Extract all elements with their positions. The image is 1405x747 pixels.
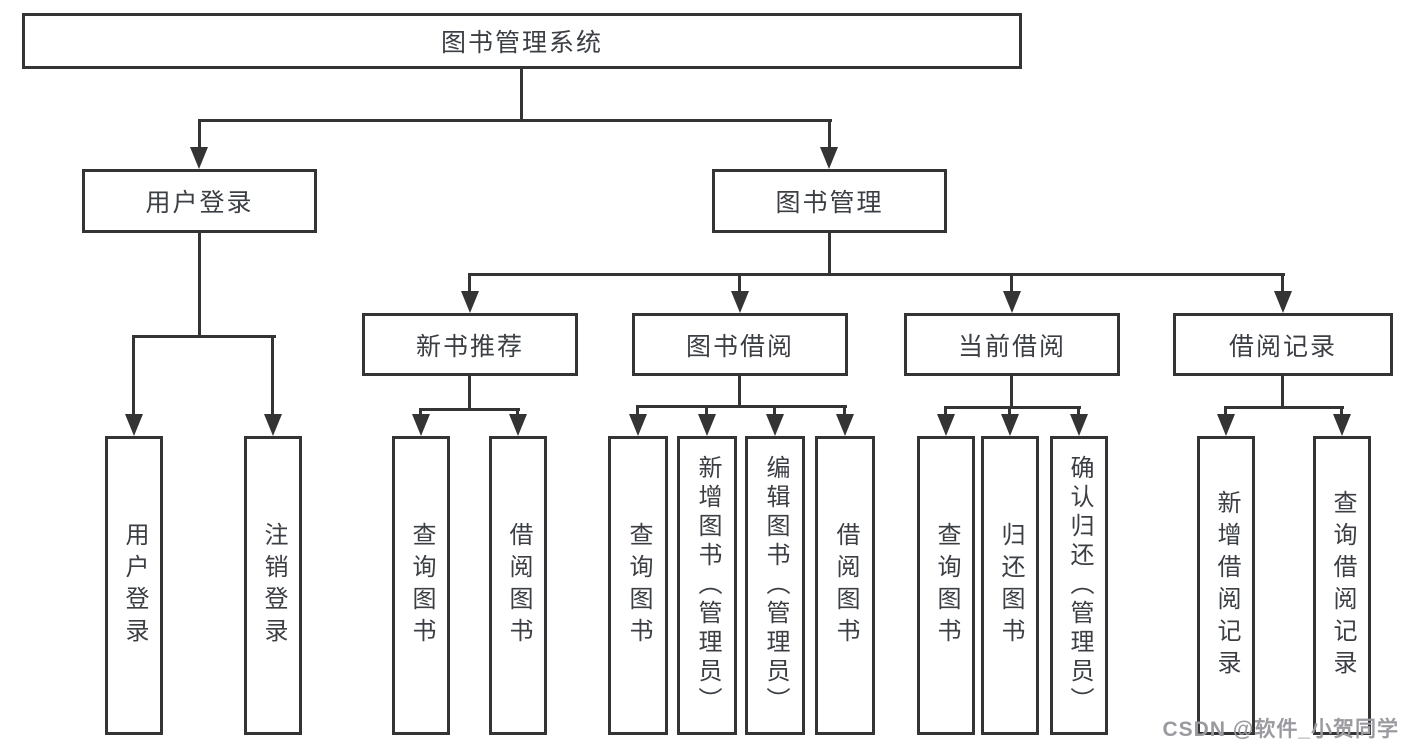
edge-level2-split [468,273,1285,276]
edge-to-leaf-logout [271,335,274,418]
leaf-label: 新增图书（管理员） [694,455,721,716]
edge-current-borrow-split [944,406,1081,409]
arrowhead-user-login [190,147,208,169]
edge-book-borrow-drop [738,376,741,405]
edge-stub [516,408,519,418]
arrowhead-book-management [820,147,838,169]
arrowhead-leaf [412,414,430,436]
leaf-add-books-admin: 新增图书（管理员） [677,436,737,735]
edge-stub [419,408,422,418]
arrowhead-new-book [461,291,479,313]
leaf-label: 借阅图书 [505,521,532,650]
edge-book-management-drop [828,233,831,273]
edge-stub [773,405,776,417]
leaf-query-books-recommend: 查询图书 [392,436,450,735]
arrowhead-leaf [1070,414,1088,436]
edge-stub [1008,406,1011,417]
edge-user-login-drop [198,233,201,335]
edge-new-book-split [419,408,520,411]
edge-new-book-drop [468,376,471,408]
edge-stub [843,405,846,417]
arrowhead-leaf-login [125,414,143,436]
node-user-login: 用户登录 [82,169,317,233]
leaf-add-borrow-record: 新增借阅记录 [1197,436,1255,735]
arrowhead-current-borrow [1003,291,1021,313]
leaf-label: 查询图书 [625,521,652,650]
leaf-return-books: 归还图书 [981,436,1039,735]
arrowhead-leaf-logout [264,414,282,436]
arrowhead-leaf [698,414,716,436]
edge-root-drop [520,69,523,119]
edge-borrow-records-split [1224,406,1344,409]
edge-borrow-records-drop [1281,376,1284,406]
arrowhead-book-borrow [731,291,749,313]
leaf-logout: 注销登录 [244,436,302,735]
edge-to-new-book [468,273,471,293]
watermark: CSDN @软件_小贺同学 [1162,718,1399,741]
arrowhead-leaf [766,414,784,436]
edge-stub [705,405,708,417]
edge-to-book-management [828,119,831,149]
leaf-query-books-borrow: 查询图书 [608,436,668,735]
node-book-management: 图书管理 [712,169,947,233]
edge-current-borrow-drop [1010,376,1013,406]
leaf-user-login: 用户登录 [105,436,163,735]
leaf-confirm-return-admin: 确认归还（管理员） [1050,436,1108,735]
edge-user-login-split [132,335,276,338]
leaf-label: 注销登录 [260,521,287,650]
edge-to-user-login [198,119,201,149]
arrowhead-leaf [1333,414,1351,436]
arrowhead-leaf [1217,414,1235,436]
edge-stub [944,406,947,417]
edge-to-leaf-login [132,335,135,418]
leaf-label: 用户登录 [121,521,148,650]
edge-stub [1077,406,1080,417]
leaf-query-borrow-record: 查询借阅记录 [1313,436,1371,735]
leaf-label: 归还图书 [997,521,1024,650]
edge-level1-split [198,119,832,122]
node-borrow-records: 借阅记录 [1173,313,1393,376]
arrowhead-leaf [1001,414,1019,436]
edge-to-current-borrow [1010,273,1013,293]
arrowhead-leaf [629,414,647,436]
arrowhead-leaf [937,414,955,436]
leaf-query-books-current: 查询图书 [917,436,975,735]
leaf-label: 确认归还（管理员） [1066,455,1093,716]
leaf-edit-books-admin: 编辑图书（管理员） [745,436,805,735]
edge-to-borrow-records [1281,273,1284,293]
node-book-borrow: 图书借阅 [632,313,848,376]
edge-book-borrow-split [636,405,847,408]
node-current-borrow: 当前借阅 [904,313,1120,376]
arrowhead-borrow-records [1274,291,1292,313]
edge-to-book-borrow [738,273,741,293]
edge-stub [1224,406,1227,417]
leaf-label: 查询图书 [408,521,435,650]
arrowhead-leaf [836,414,854,436]
leaf-label: 查询借阅记录 [1329,489,1356,682]
node-new-book-recommend: 新书推荐 [362,313,578,376]
leaf-label: 查询图书 [933,521,960,650]
leaf-label: 编辑图书（管理员） [762,455,789,716]
edge-stub [636,405,639,417]
leaf-label: 新增借阅记录 [1213,489,1240,682]
leaf-borrow-books-recommend: 借阅图书 [489,436,547,735]
leaf-label: 借阅图书 [832,521,859,650]
leaf-borrow-books: 借阅图书 [815,436,875,735]
node-root: 图书管理系统 [22,13,1022,69]
edge-stub [1340,406,1343,417]
arrowhead-leaf [509,414,527,436]
